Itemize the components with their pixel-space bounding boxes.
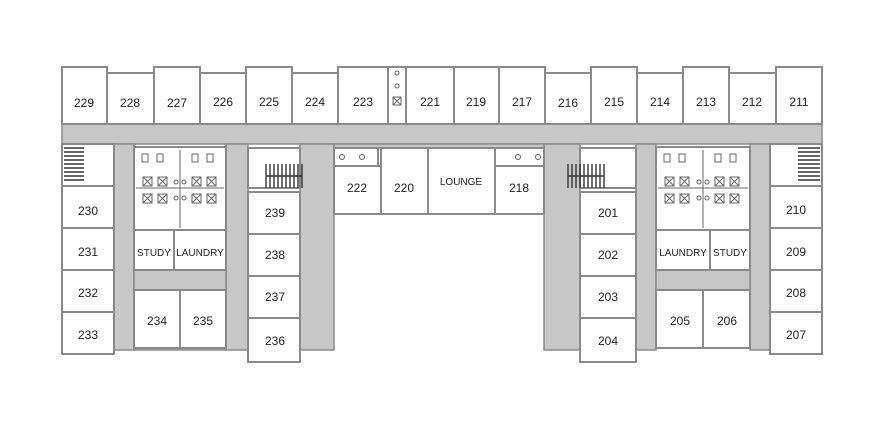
room-227 bbox=[153, 66, 201, 125]
room-203 bbox=[579, 275, 637, 319]
room-label-209: 209 bbox=[786, 245, 806, 259]
laundry-left bbox=[173, 229, 227, 271]
room-label-234: 234 bbox=[147, 314, 167, 328]
room-label-210: 210 bbox=[786, 203, 806, 217]
room-204 bbox=[579, 317, 637, 363]
room-label-217: 217 bbox=[512, 95, 532, 109]
room-label-218: 218 bbox=[509, 181, 529, 195]
room-label-232: 232 bbox=[78, 286, 98, 300]
room-218 bbox=[494, 165, 545, 215]
room-208 bbox=[769, 269, 823, 313]
stair-icon bbox=[64, 147, 84, 181]
room-211 bbox=[775, 66, 823, 125]
room-label-225: 225 bbox=[259, 95, 279, 109]
room-206 bbox=[702, 289, 751, 349]
room-label-235: 235 bbox=[193, 314, 213, 328]
stair-icon bbox=[265, 164, 303, 188]
utility-closet bbox=[387, 66, 407, 125]
laundry-left-label: LAUNDRY bbox=[176, 248, 224, 259]
room-label-236: 236 bbox=[265, 334, 285, 348]
room-202 bbox=[579, 233, 637, 277]
room-238 bbox=[247, 233, 301, 277]
room-201 bbox=[579, 191, 637, 235]
room-209 bbox=[769, 227, 823, 271]
stair-icon bbox=[567, 164, 605, 188]
study-left-label: STUDY bbox=[137, 248, 171, 259]
room-label-221: 221 bbox=[420, 95, 440, 109]
room-label-223: 223 bbox=[353, 95, 373, 109]
toilet-icon bbox=[136, 150, 224, 228]
room-label-212: 212 bbox=[742, 95, 762, 109]
room-label-203: 203 bbox=[598, 290, 618, 304]
bath-left bbox=[333, 147, 379, 167]
stair-center-right bbox=[579, 147, 637, 189]
room-210 bbox=[769, 185, 823, 229]
stair-far-left bbox=[61, 143, 115, 187]
room-label-237: 237 bbox=[265, 290, 285, 304]
study-right-label: STUDY bbox=[713, 248, 747, 259]
room-label-215: 215 bbox=[604, 95, 624, 109]
room-216 bbox=[544, 72, 592, 125]
room-215 bbox=[590, 66, 638, 125]
room-label-233: 233 bbox=[78, 328, 98, 342]
room-219 bbox=[453, 66, 500, 125]
room-label-205: 205 bbox=[670, 314, 690, 328]
room-label-208: 208 bbox=[786, 286, 806, 300]
room-label-206: 206 bbox=[717, 314, 737, 328]
toilet-icon bbox=[658, 150, 748, 228]
room-label-220: 220 bbox=[394, 181, 414, 195]
room-label-228: 228 bbox=[120, 96, 140, 110]
room-label-213: 213 bbox=[696, 95, 716, 109]
room-225 bbox=[245, 66, 293, 125]
room-label-231: 231 bbox=[78, 245, 98, 259]
room-231 bbox=[61, 227, 115, 271]
room-label-238: 238 bbox=[265, 248, 285, 262]
laundry-right bbox=[655, 229, 711, 271]
room-label-211: 211 bbox=[789, 95, 808, 109]
study-right bbox=[709, 229, 751, 271]
lounge-label: LOUNGE bbox=[440, 177, 483, 188]
room-label-224: 224 bbox=[305, 95, 325, 109]
room-235 bbox=[179, 289, 227, 349]
room-label-239: 239 bbox=[265, 206, 285, 220]
room-224 bbox=[291, 72, 339, 125]
bath-right bbox=[494, 147, 545, 167]
room-221 bbox=[405, 66, 455, 125]
room-229 bbox=[61, 66, 108, 125]
room-label-229: 229 bbox=[74, 96, 94, 110]
room-label-227: 227 bbox=[167, 96, 187, 110]
room-label-222: 222 bbox=[347, 181, 367, 195]
room-239 bbox=[247, 191, 301, 235]
room-label-214: 214 bbox=[650, 95, 670, 109]
room-label-201: 201 bbox=[598, 206, 618, 220]
top-room-row bbox=[61, 66, 823, 125]
room-label-202: 202 bbox=[598, 248, 618, 262]
room-labels: 229 228 227 226 225 224 223 221 219 217 … bbox=[74, 95, 809, 348]
room-222 bbox=[333, 165, 382, 215]
room-label-204: 204 bbox=[598, 334, 618, 348]
room-207 bbox=[769, 311, 823, 355]
stair-icon bbox=[798, 147, 820, 181]
room-label-219: 219 bbox=[466, 95, 486, 109]
room-233 bbox=[61, 311, 115, 355]
room-220 bbox=[380, 147, 429, 215]
center-block bbox=[247, 147, 637, 215]
room-label-216: 216 bbox=[558, 96, 578, 110]
room-label-207: 207 bbox=[786, 328, 806, 342]
room-label-230: 230 bbox=[78, 204, 98, 218]
laundry-right-label: LAUNDRY bbox=[659, 248, 707, 259]
room-217 bbox=[498, 66, 546, 125]
sink-icon bbox=[339, 70, 541, 160]
room-236 bbox=[247, 317, 301, 363]
room-label-226: 226 bbox=[213, 95, 233, 109]
room-205 bbox=[655, 289, 704, 349]
